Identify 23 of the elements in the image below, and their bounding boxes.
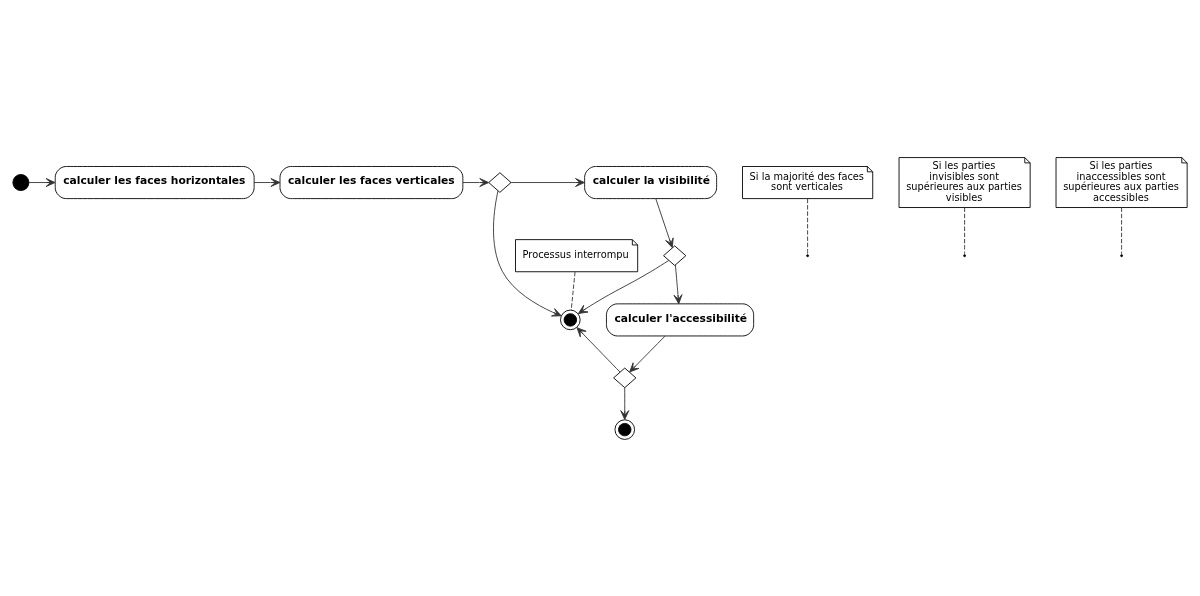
node-circle — [12, 173, 30, 191]
node-box: calculer l'accessibilité — [606, 302, 755, 336]
node-box: calculer la visibilité — [584, 165, 718, 199]
connector — [1121, 206, 1123, 255]
connector — [807, 197, 809, 255]
arrow — [620, 386, 630, 420]
arrow — [28, 177, 56, 187]
arrow — [253, 177, 281, 187]
node-diamond — [488, 171, 512, 193]
node-box: calculer les faces verticales — [279, 165, 464, 199]
arrow — [576, 326, 621, 372]
node-diamond — [663, 244, 687, 266]
arrow — [629, 335, 666, 372]
arrow — [577, 259, 670, 314]
arrow — [493, 189, 562, 316]
connector — [964, 206, 966, 255]
connector — [570, 271, 576, 311]
node-diamond — [613, 367, 637, 388]
arrow — [510, 177, 585, 187]
arrow — [673, 264, 683, 304]
arrow — [655, 197, 674, 248]
arrow — [462, 177, 490, 187]
node-box: calculer les faces horizontales — [54, 165, 255, 199]
